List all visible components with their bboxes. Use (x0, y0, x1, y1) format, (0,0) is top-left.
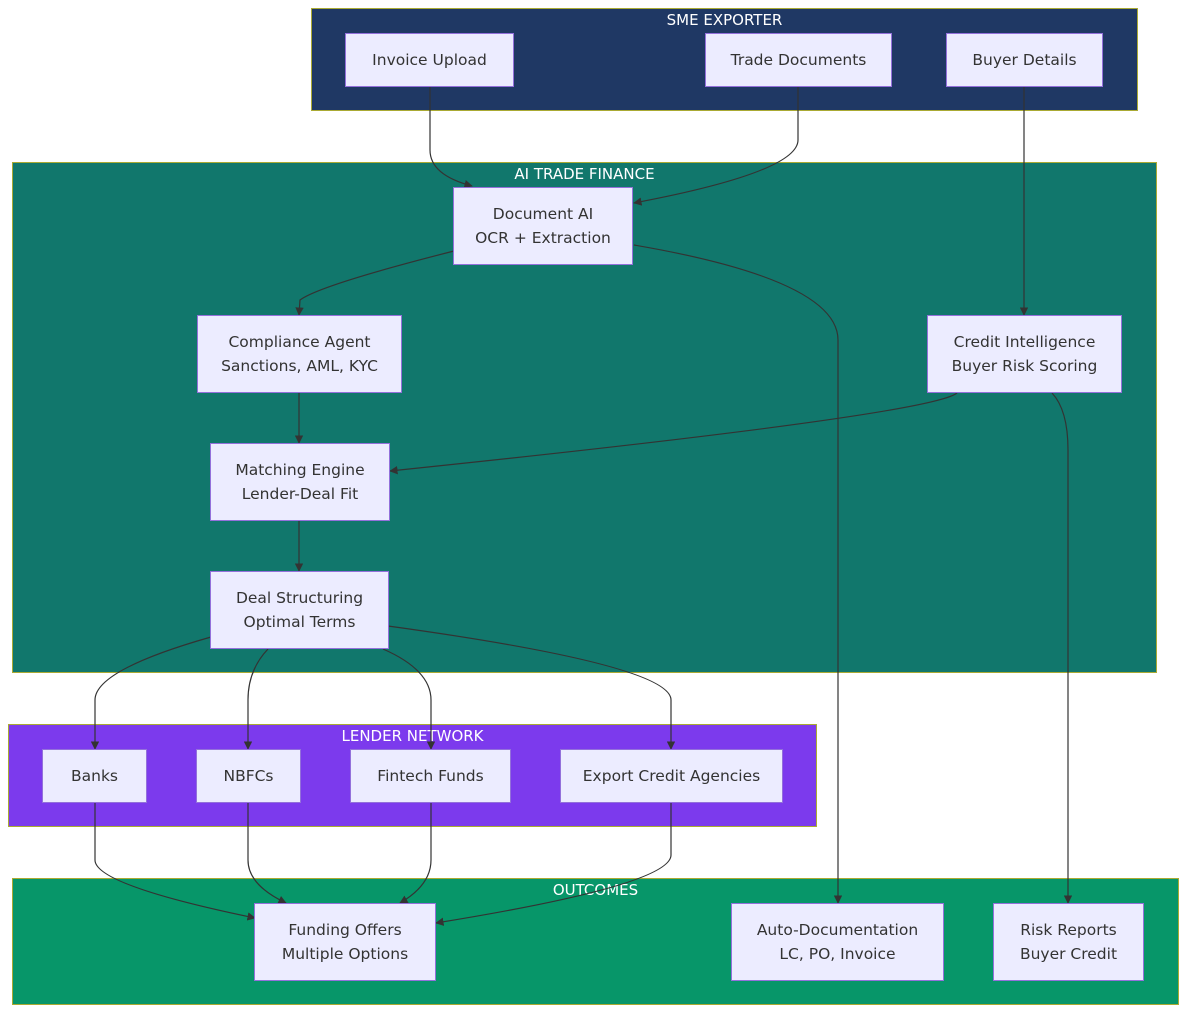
node-invoice-upload[interactable]: Invoice Upload (345, 33, 514, 87)
node-label: Trade Documents (730, 51, 867, 69)
node-funding-offers[interactable]: Funding Offers Multiple Options (254, 903, 436, 981)
node-sublabel: Buyer Risk Scoring (951, 357, 1098, 375)
node-compliance-agent[interactable]: Compliance Agent Sanctions, AML, KYC (197, 315, 402, 393)
edge-deal-to-banks (90, 636, 212, 750)
edge-eca-to-funding (435, 803, 672, 926)
edge-deal-to-eca (387, 625, 676, 750)
edge-document-ai-to-autodoc (633, 244, 843, 904)
node-label: Export Credit Agencies (582, 767, 761, 785)
node-label: Risk Reports (1020, 921, 1117, 939)
cluster-title-sme-exporter: SME EXPORTER (666, 11, 783, 29)
node-label: Fintech Funds (377, 767, 484, 785)
cluster-title-lender-network: LENDER NETWORK (341, 727, 484, 745)
node-sublabel: Sanctions, AML, KYC (221, 357, 378, 375)
node-sublabel: OCR + Extraction (475, 229, 611, 247)
node-label: NBFCs (223, 767, 274, 785)
node-buyer-details[interactable]: Buyer Details (946, 33, 1103, 87)
node-label: Buyer Details (972, 51, 1077, 69)
edge-deal-to-nbfcs (243, 648, 269, 750)
node-deal-structuring[interactable]: Deal Structuring Optimal Terms (210, 571, 389, 649)
node-label: Deal Structuring (235, 589, 364, 607)
node-fintech-funds[interactable]: Fintech Funds (350, 749, 511, 803)
node-label: Matching Engine (235, 461, 365, 479)
node-label: Document AI (492, 205, 594, 223)
node-label: Funding Offers (288, 921, 402, 939)
edge-invoice-to-document-ai (429, 87, 473, 189)
edge-credit-to-risk (1051, 392, 1073, 904)
node-sublabel: Lender-Deal Fit (241, 485, 359, 503)
node-banks[interactable]: Banks (42, 749, 147, 803)
edge-nbfcs-to-funding (247, 803, 287, 904)
node-nbfcs[interactable]: NBFCs (196, 749, 301, 803)
node-sublabel: Buyer Credit (1019, 945, 1118, 963)
node-credit-intelligence[interactable]: Credit Intelligence Buyer Risk Scoring (927, 315, 1122, 393)
edge-credit-to-matching (389, 392, 958, 475)
edge-document-ai-to-compliance (295, 250, 455, 316)
node-trade-documents[interactable]: Trade Documents (705, 33, 892, 87)
node-risk-reports[interactable]: Risk Reports Buyer Credit (993, 903, 1144, 981)
node-sublabel: Optimal Terms (243, 613, 356, 631)
cluster-outcomes: OUTCOMES (12, 878, 1179, 1005)
node-label: Banks (70, 767, 118, 785)
node-sublabel: Multiple Options (281, 945, 409, 963)
node-sublabel: LC, PO, Invoice (779, 945, 896, 963)
node-label: Credit Intelligence (953, 333, 1096, 351)
node-label: Compliance Agent (228, 333, 371, 351)
node-label: Invoice Upload (372, 51, 487, 69)
cluster-title-ai-trade-finance: AI TRADE FINANCE (514, 165, 655, 183)
node-auto-documentation[interactable]: Auto-Documentation LC, PO, Invoice (731, 903, 944, 981)
edge-trade-docs-to-document-ai (633, 87, 799, 206)
edge-deal-to-fintech (382, 648, 436, 750)
node-matching-engine[interactable]: Matching Engine Lender-Deal Fit (210, 443, 390, 521)
node-export-credit-agencies[interactable]: Export Credit Agencies (560, 749, 783, 803)
edge-fintech-to-funding (399, 803, 432, 904)
edge-banks-to-funding (94, 803, 256, 921)
node-document-ai[interactable]: Document AI OCR + Extraction (453, 187, 633, 265)
node-label: Auto-Documentation (756, 921, 919, 939)
